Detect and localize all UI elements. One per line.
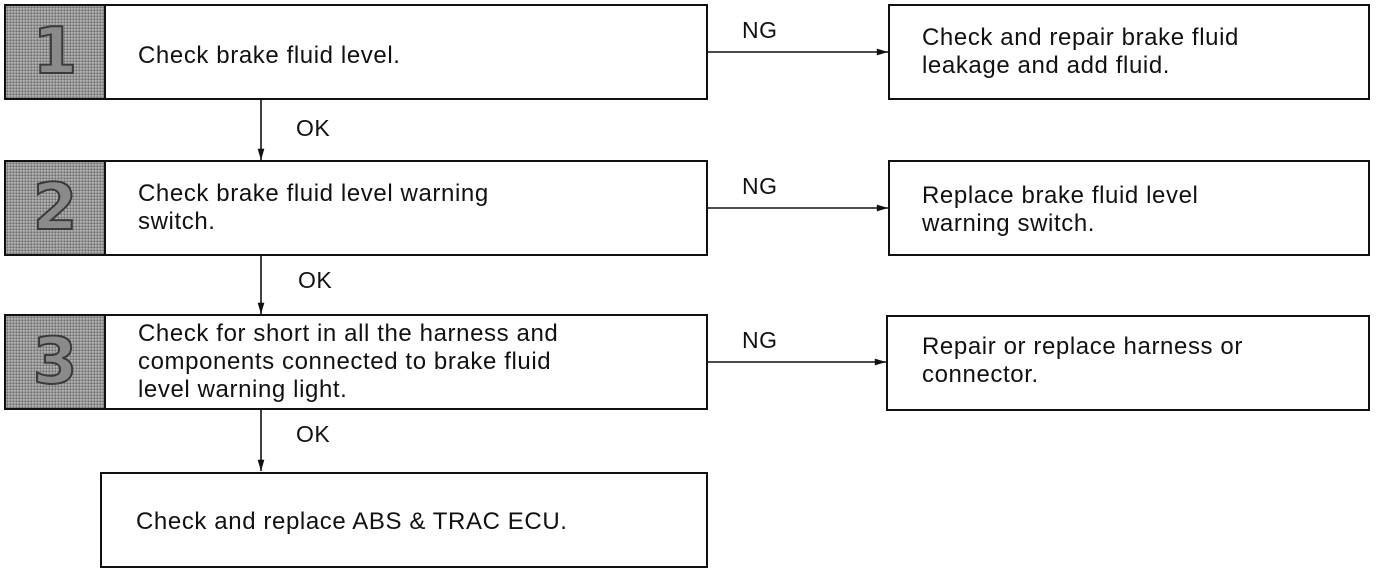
ok-label-2: OK xyxy=(298,267,333,293)
ok-label-3: OK xyxy=(296,421,331,447)
final-action-text: Check and replace ABS & TRAC ECU. xyxy=(136,508,568,535)
action-box-2: Replace brake fluid level warning switch… xyxy=(888,160,1370,256)
step-text-1: Check brake fluid level. xyxy=(138,42,401,69)
action-box-3: Repair or replace harness or connector. xyxy=(886,315,1370,411)
ng-label-2: NG xyxy=(742,173,778,199)
step-number-3: 3 xyxy=(32,325,79,399)
action-box-1: Check and repair brake fluid leakage and… xyxy=(888,4,1370,100)
ok-label-1: OK xyxy=(296,115,331,141)
ng-label-3: NG xyxy=(742,327,778,353)
step-number-badge-1: 1 xyxy=(6,6,106,98)
step-number-1: 1 xyxy=(32,15,79,89)
step-box-2: 2 Check brake fluid level warning switch… xyxy=(4,160,708,256)
ng-label-1: NG xyxy=(742,17,778,43)
action-text-3: Repair or replace harness or connector. xyxy=(922,333,1243,388)
step-number-badge-2: 2 xyxy=(6,162,106,254)
step-box-1: 1 Check brake fluid level. xyxy=(4,4,708,100)
step-text-2: Check brake fluid level warning switch. xyxy=(138,180,489,235)
action-text-2: Replace brake fluid level warning switch… xyxy=(922,182,1199,237)
final-action-box: Check and replace ABS & TRAC ECU. xyxy=(100,472,708,568)
step-number-badge-3: 3 xyxy=(6,316,106,408)
step-text-3: Check for short in all the harness and c… xyxy=(138,320,559,403)
step-box-3: 3 Check for short in all the harness and… xyxy=(4,314,708,410)
step-number-2: 2 xyxy=(32,171,79,245)
action-text-1: Check and repair brake fluid leakage and… xyxy=(922,24,1239,79)
